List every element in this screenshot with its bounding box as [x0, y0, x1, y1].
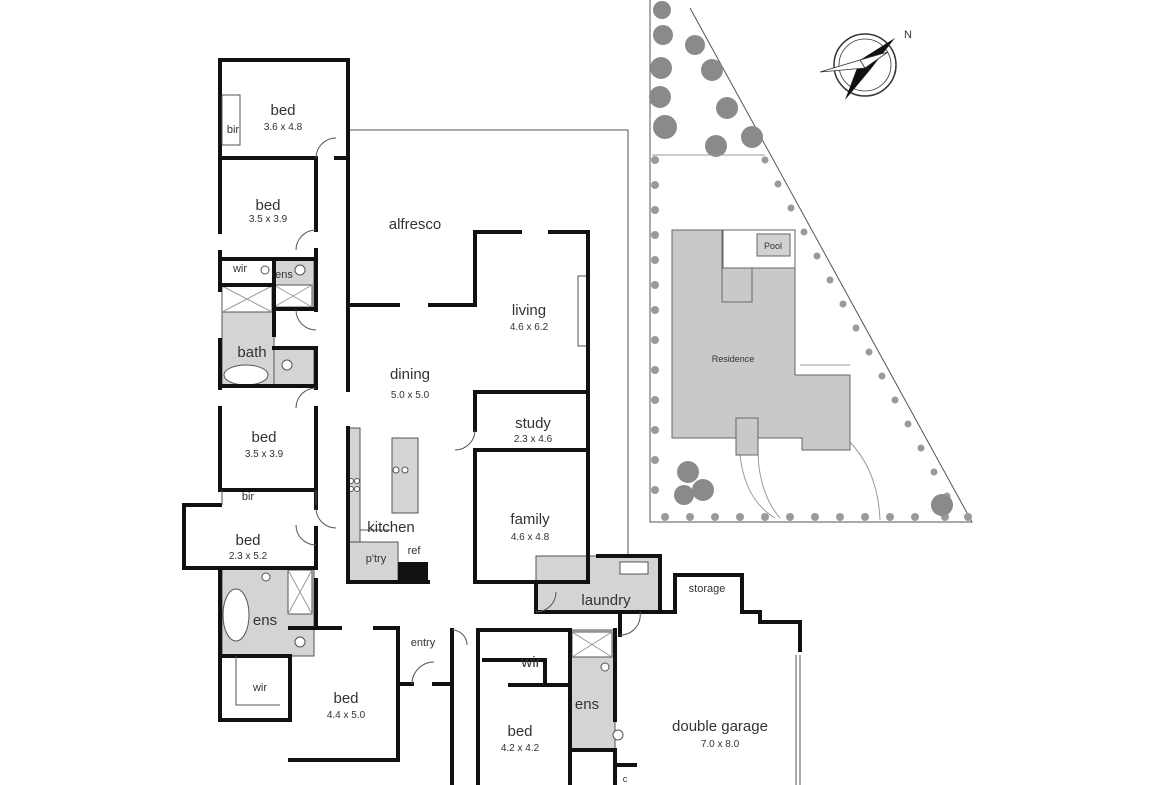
- room-name-bir-1: bir: [227, 124, 240, 136]
- garden-path: [847, 439, 881, 521]
- room-name-bed-6: bed: [507, 723, 532, 740]
- shower-cross-4: [571, 631, 613, 658]
- room-name-wir-3: wir: [252, 682, 267, 694]
- laundry-tub: [619, 561, 649, 575]
- doors: [295, 137, 641, 685]
- room-name-garage: double garage: [672, 718, 768, 735]
- shower-cross-3: [287, 569, 313, 615]
- room-name-wir-2: wir: [520, 654, 540, 671]
- bathtub-2: [222, 588, 250, 642]
- room-name-family: family: [510, 511, 550, 528]
- room-dims-bed-2: 3.5 x 3.9: [249, 214, 288, 225]
- pool: [756, 233, 791, 257]
- basin-3: [600, 662, 610, 672]
- room-name-bir-2: bir: [242, 491, 255, 503]
- sink: [392, 466, 400, 474]
- sink-2: [401, 466, 409, 474]
- room-labels: bed 3.6 x 4.8 bir bed 3.5 x 3.9 wir ens …: [227, 102, 768, 784]
- room-name-wir-1: wir: [232, 263, 247, 275]
- site-boundary: [649, 0, 973, 523]
- room-dims-bed-1: 3.6 x 4.8: [264, 122, 303, 133]
- basin: [260, 265, 270, 275]
- garden-path: [739, 454, 776, 519]
- bath-wc-floor: [273, 347, 315, 387]
- room-name-laundry: laundry: [581, 592, 631, 609]
- kitchen-island: [391, 437, 419, 514]
- room-name-cupboard: c: [623, 774, 628, 784]
- toilet-4: [612, 729, 624, 741]
- room-dims-dining: 5.0 x 5.0: [391, 390, 430, 401]
- room-dims-bed-5: 4.4 x 5.0: [327, 710, 366, 721]
- compass-icon: N: [819, 29, 912, 100]
- fridge: [398, 562, 428, 582]
- walls: [182, 58, 802, 785]
- room-dims-family: 4.6 x 4.8: [511, 532, 550, 543]
- room-name-ens-3: ens: [575, 696, 599, 713]
- toilet-3: [294, 636, 306, 648]
- site-trees: [649, 1, 953, 516]
- room-name-ref: ref: [408, 545, 422, 557]
- toilet-2: [281, 359, 293, 371]
- garden-path: [757, 454, 781, 519]
- room-name-ens-2: ens: [253, 612, 277, 629]
- room-dims-living: 4.6 x 6.2: [510, 322, 549, 333]
- toilet: [294, 264, 306, 276]
- compass-north-label: N: [904, 29, 912, 41]
- alfresco-outline: [348, 129, 629, 555]
- room-name-alfresco: alfresco: [389, 216, 442, 233]
- room-name-ens-1: ens: [275, 269, 293, 281]
- room-name-bed-4: bed: [235, 532, 260, 549]
- room-dims-bed-6: 4.2 x 4.2: [501, 743, 540, 754]
- residence-label: Residence: [712, 354, 755, 364]
- pool-label: Pool: [764, 241, 782, 251]
- room-name-storage: storage: [689, 583, 726, 595]
- residence-porch: [735, 417, 759, 456]
- room-name-bed-2: bed: [255, 197, 280, 214]
- room-dims-bed-4: 2.3 x 5.2: [229, 551, 268, 562]
- room-dims-garage: 7.0 x 8.0: [701, 739, 740, 750]
- room-name-pantry: p'try: [366, 553, 387, 565]
- room-name-dining: dining: [390, 366, 430, 383]
- basin-2: [261, 572, 271, 582]
- room-name-entry: entry: [411, 637, 436, 649]
- room-name-bed-5: bed: [333, 690, 358, 707]
- residence-wing: [721, 267, 753, 303]
- windows: [221, 94, 801, 785]
- site-plan: Residence Pool N: [649, 0, 973, 523]
- room-dims-study: 2.3 x 4.6: [514, 434, 553, 445]
- room-name-bed-1: bed: [270, 102, 295, 119]
- bathtub: [223, 364, 269, 386]
- site-fence: [651, 156, 972, 521]
- room-name-study: study: [515, 415, 551, 432]
- shower-cross-2: [273, 284, 313, 308]
- room-name-kitchen: kitchen: [367, 519, 415, 536]
- room-name-bed-3: bed: [251, 429, 276, 446]
- room-dims-bed-3: 3.5 x 3.9: [245, 449, 284, 460]
- room-name-bath: bath: [237, 344, 266, 361]
- wet-areas: [221, 258, 661, 751]
- room-name-living: living: [512, 302, 546, 319]
- shower-cross: [221, 285, 273, 313]
- fixtures: [221, 264, 649, 741]
